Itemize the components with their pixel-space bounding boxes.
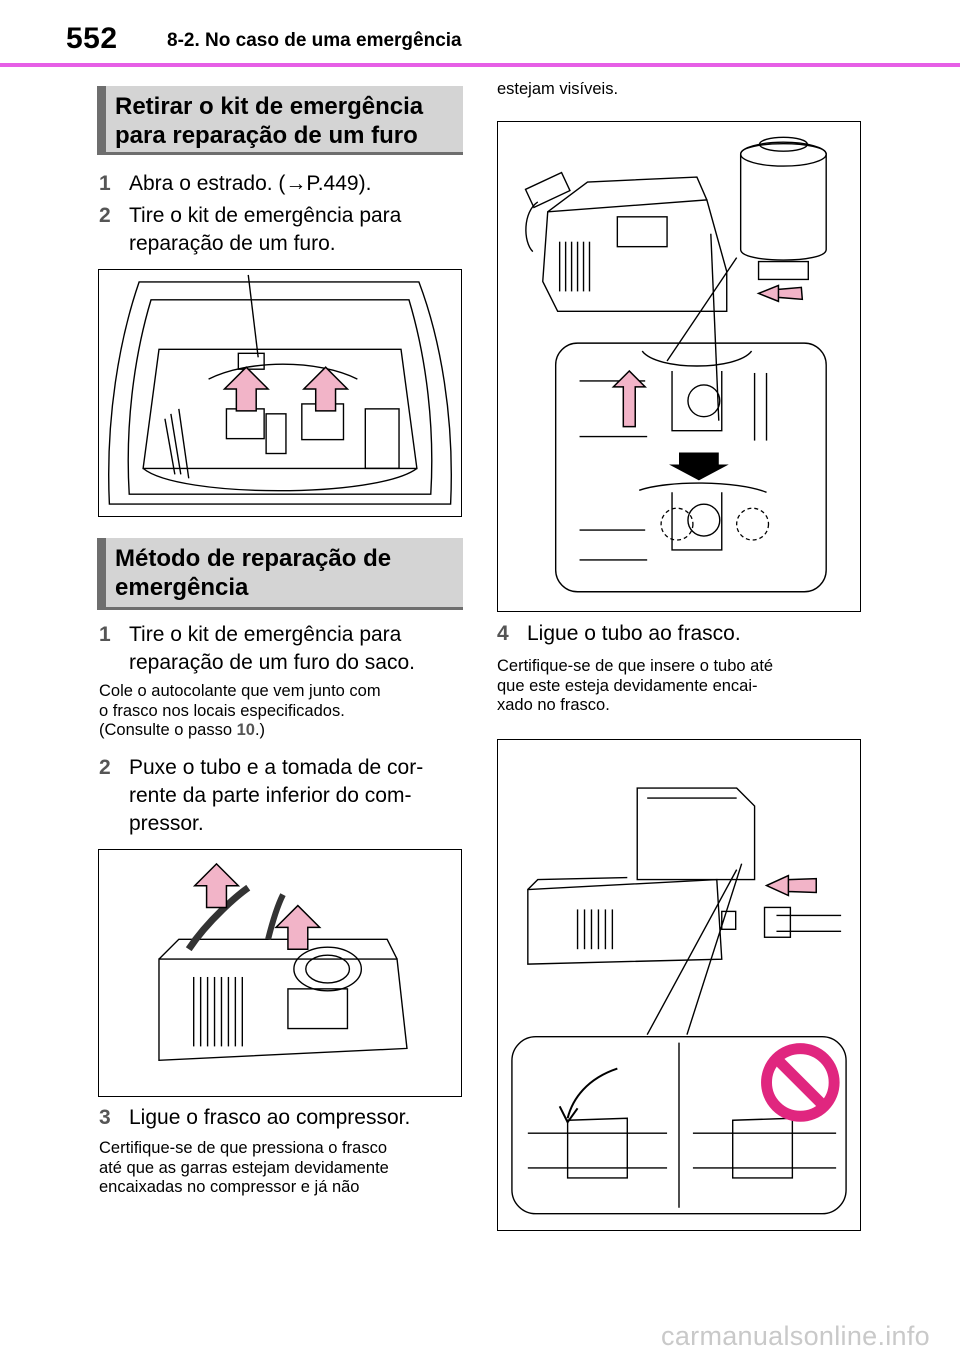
step-2-take-kit: 2 Tire o kit de emergência para reparaçã…: [99, 202, 469, 262]
step-line: reparação de um furo.: [129, 232, 336, 255]
note-continuation: estejam visíveis.: [497, 80, 867, 100]
note-line: Certifique-se de que pressiona o frasco: [99, 1139, 387, 1157]
note-line: o frasco nos locais especificados.: [99, 701, 345, 720]
header-rule: [0, 63, 960, 67]
heading-line: para reparação de um furo: [115, 122, 418, 149]
arrow-left-icon: [764, 874, 817, 897]
page-header: 552 8-2. No caso de uma emergência: [0, 0, 960, 67]
step-1-open-floor: 1 Abra o estrado. (→P.449).: [99, 170, 469, 200]
note-insert-tube: Certifique-se de que insere o tubo até q…: [497, 657, 867, 716]
arrow-up-icon: [222, 366, 270, 412]
arrow-up-icon: [274, 904, 322, 950]
heading-line: Retirar o kit de emergência: [115, 93, 424, 120]
trunk-illustration: [98, 269, 462, 517]
step-text: Ligue o frasco ao compressor.: [129, 1106, 411, 1129]
heading-line: Método de reparação de: [115, 545, 392, 572]
step-line: reparação de um furo do saco.: [129, 651, 416, 674]
note-line: Cole o autocolante que vem junto com: [99, 682, 381, 700]
step-line: Tire o kit de emergência para: [129, 204, 402, 227]
section-title: 8-2. No caso de uma emergência: [167, 30, 462, 51]
heading-repair-method: Método de reparação de emergência: [97, 538, 463, 610]
arrow-down-icon: [669, 452, 729, 481]
step-text: Ligue o tubo ao frasco.: [527, 622, 741, 645]
step-text: Tire o kit de emergência para reparação …: [129, 202, 401, 258]
step-text: Puxe o tubo e a tomada de cor- rente da …: [129, 754, 423, 838]
step-line: pressor.: [129, 812, 204, 835]
note-press-bottle: Certifique-se de que pressiona o frasco …: [99, 1139, 469, 1198]
step-text: Tire o kit de emergência para reparação …: [129, 621, 415, 677]
step-b1-take-kit: 1 Tire o kit de emergência para reparaçã…: [99, 621, 469, 681]
step-number: 1: [99, 172, 111, 195]
compressor-drawing: [158, 862, 408, 1062]
step-number: 4: [497, 622, 509, 645]
prohibition-icon: [761, 1043, 840, 1122]
page-number: 552: [66, 22, 118, 55]
bottle-connect-illustration: [497, 121, 861, 612]
arrow-left-icon: [756, 284, 804, 303]
trunk-drawing: [108, 274, 452, 505]
step-b2-pull-tube: 2 Puxe o tubo e a tomada de cor- rente d…: [99, 754, 469, 842]
note-sticker: Cole o autocolante que vem junto com o f…: [99, 682, 469, 741]
step-text: Abra o estrado. (→P.449).: [129, 172, 372, 195]
arrow-up-icon: [611, 369, 647, 428]
step-number: 2: [99, 756, 111, 779]
note-line: até que as garras estejam devidamente: [99, 1158, 389, 1177]
step-line: Puxe o tubo e a tomada de cor-: [129, 756, 424, 779]
arrow-up-icon: [192, 862, 241, 909]
tube-connect-drawing: [511, 787, 847, 1215]
note-line: (Consulte o passo 10.): [99, 721, 266, 739]
heading-remove-kit: Retirar o kit de emergência para reparaç…: [97, 86, 463, 155]
step-number: 2: [99, 204, 111, 227]
note-line: encaixadas no compressor e já não: [99, 1178, 360, 1196]
step-line: rente da parte inferior do com-: [129, 784, 412, 807]
note-line: xado no frasco.: [497, 696, 610, 714]
step-number: 3: [99, 1106, 111, 1129]
step-b3-connect-bottle: 3 Ligue o frasco ao compressor.: [99, 1104, 469, 1134]
step-reference: 10: [236, 721, 255, 739]
arrow-up-icon: [302, 366, 350, 412]
step-number: 1: [99, 623, 111, 646]
note-line: estejam visíveis.: [497, 80, 619, 98]
bottle-connect-drawing: [524, 136, 827, 593]
note-line: que este esteja devidamente encai-: [497, 676, 758, 695]
step-line: Tire o kit de emergência para: [129, 623, 402, 646]
watermark: carmanualsonline.info: [661, 1321, 930, 1351]
note-line: Certifique-se de que insere o tubo até: [497, 657, 774, 675]
tube-connect-illustration: [497, 739, 861, 1231]
compressor-pull-illustration: [98, 849, 462, 1097]
heading-line: emergência: [115, 574, 249, 601]
step-4-connect-tube: 4 Ligue o tubo ao frasco.: [497, 620, 867, 650]
